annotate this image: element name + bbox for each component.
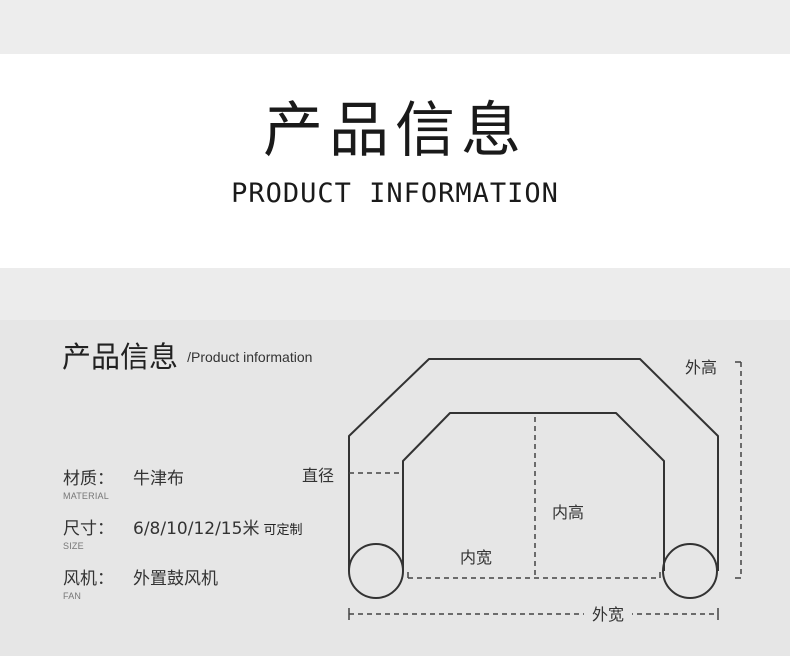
spec-value: 外置鼓风机 bbox=[133, 569, 218, 589]
spec-customizable-note: 可定制 bbox=[263, 523, 303, 538]
section-heading: 产品信息 /Product information bbox=[62, 338, 312, 376]
spec-sub: FAN bbox=[63, 591, 82, 601]
spec-value: 6/8/10/12/15米 bbox=[133, 519, 260, 539]
spec-sub: SIZE bbox=[63, 541, 84, 551]
spec-material: 材质： 牛津布 MATERIAL bbox=[63, 468, 184, 501]
separator-band bbox=[0, 268, 790, 320]
spec-label: 材质： bbox=[63, 469, 114, 489]
header-banner bbox=[0, 54, 790, 268]
top-band bbox=[0, 0, 790, 54]
section-title-cn: 产品信息 bbox=[62, 340, 179, 374]
spec-label: 尺寸： bbox=[63, 519, 114, 539]
spec-size: 尺寸： 6/8/10/12/15米可定制 SIZE bbox=[63, 518, 302, 551]
page-title-en: PRODUCT INFORMATION bbox=[231, 178, 559, 209]
spec-label: 风机： bbox=[63, 569, 114, 589]
section-title-en: /Product information bbox=[187, 349, 313, 365]
spec-sub: MATERIAL bbox=[63, 491, 109, 501]
spec-fan: 风机： 外置鼓风机 FAN bbox=[63, 568, 218, 601]
page-title-cn: 产品信息 bbox=[263, 96, 527, 166]
spec-value: 牛津布 bbox=[133, 469, 184, 489]
